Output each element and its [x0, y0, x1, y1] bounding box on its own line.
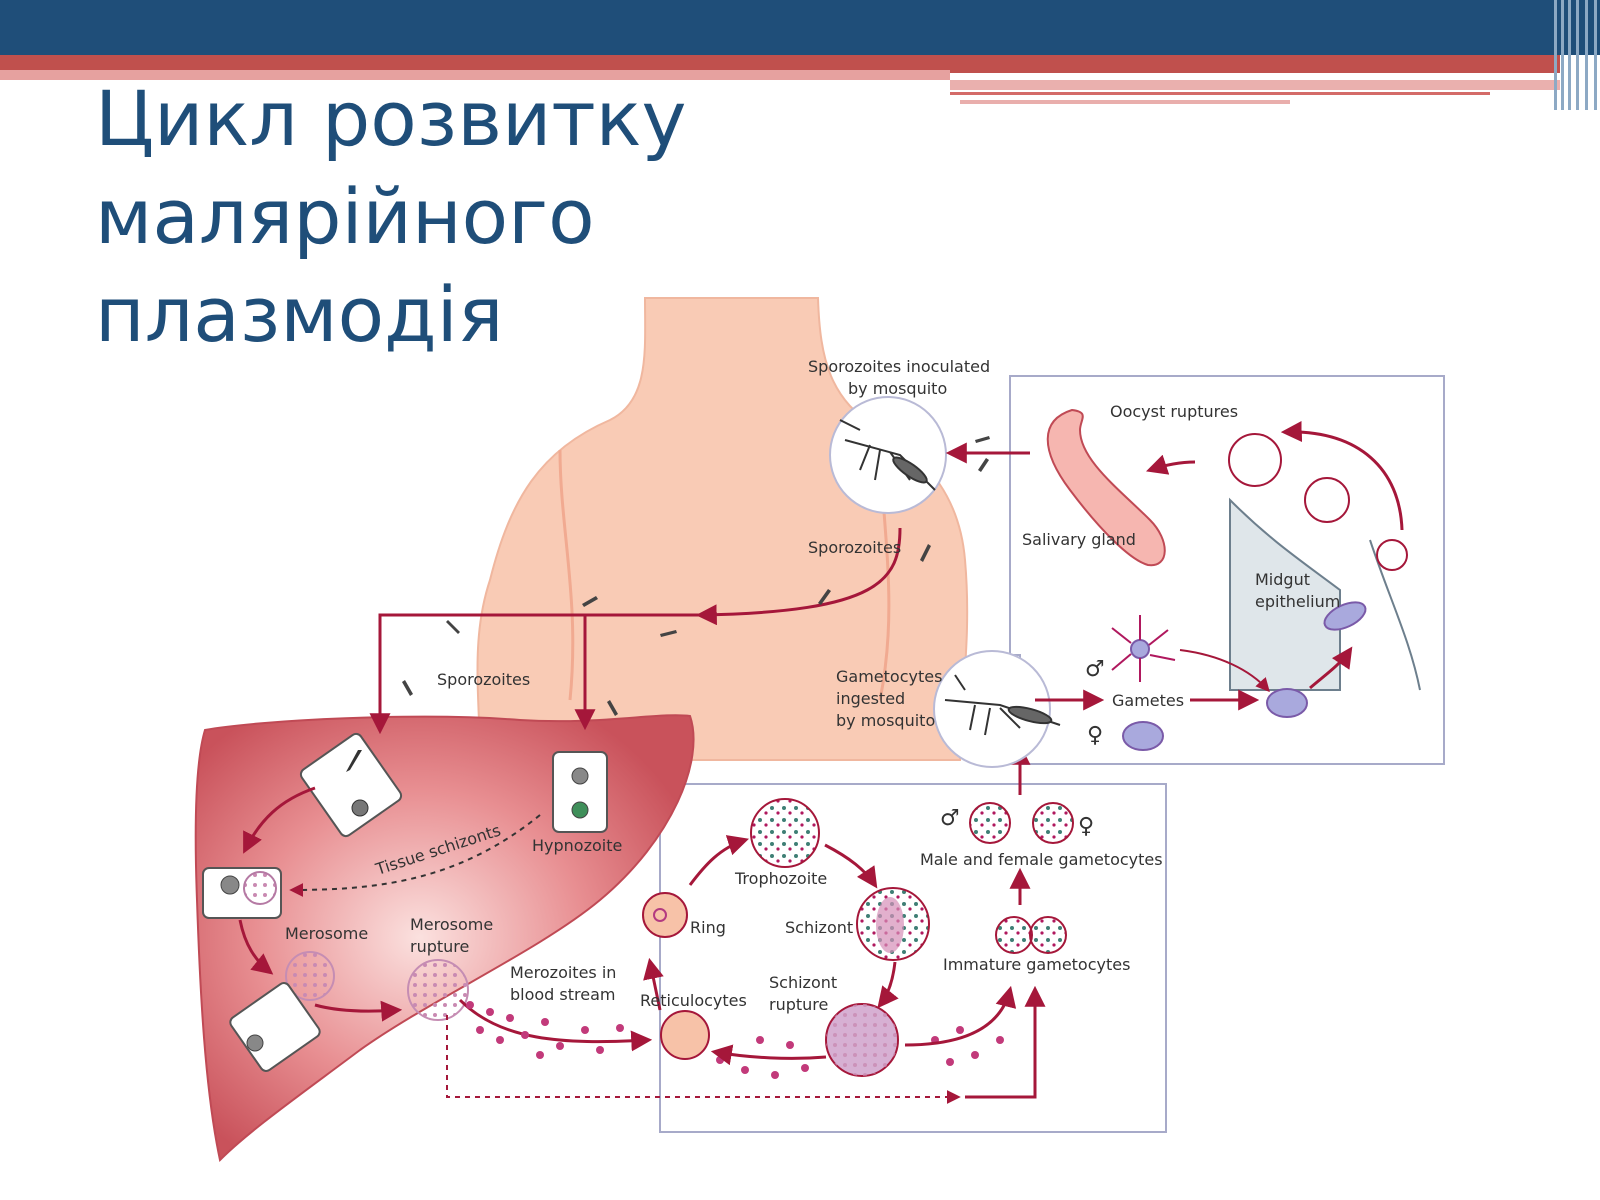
mosquito-bite-circle: [829, 396, 947, 514]
label-merozoites-1: Merozoites in: [510, 963, 616, 982]
label-gametes: Gametes: [1112, 691, 1184, 710]
label-gametocytes-ingested-3: by mosquito: [836, 711, 935, 730]
label-sporozoites-inoculated-1: Sporozoites inoculated: [808, 357, 990, 376]
label-midgut-2: epithelium: [1255, 592, 1340, 611]
label-immature-gametocytes: Immature gametocytes: [943, 955, 1130, 974]
trophozoite-cell: [750, 798, 820, 868]
label-oocyst-ruptures: Oocyst ruptures: [1110, 402, 1238, 421]
label-sporozoites-liver: Sporozoites: [437, 670, 530, 689]
header-thin-line: [950, 92, 1490, 95]
label-trophozoite: Trophozoite: [734, 869, 827, 888]
label-ring: Ring: [690, 918, 726, 937]
mosquito-icon: [839, 419, 936, 491]
header-corner-stripes: [1552, 0, 1600, 110]
label-merosome: Merosome: [285, 924, 368, 943]
label-sporozoites-body: Sporozoites: [808, 538, 901, 557]
mosquito-feeding-circle: [933, 650, 1051, 768]
label-merosome-rupture-2: rupture: [410, 937, 469, 956]
slide-title: Цикл розвитку малярійного плазмодія: [95, 70, 1195, 364]
label-midgut-1: Midgut: [1255, 570, 1310, 589]
label-gametocytes-ingested-2: ingested: [836, 689, 905, 708]
header-band-blue: [0, 0, 1600, 55]
female-symbol-gametocytes: ♀: [1078, 814, 1094, 839]
label-schizont: Schizont: [785, 918, 853, 937]
label-merozoites-2: blood stream: [510, 985, 616, 1004]
sporozoite-glyphs: [402, 436, 990, 716]
slide-title-line-1: Цикл розвитку малярійного: [95, 74, 687, 261]
label-salivary-gland: Salivary gland: [1022, 530, 1136, 549]
label-hypnozoite: Hypnozoite: [532, 836, 622, 855]
reticulocyte-cell: [660, 1010, 710, 1060]
label-sporozoites-inoculated-2: by mosquito: [848, 379, 947, 398]
label-merosome-rupture-1: Merosome: [410, 915, 493, 934]
slide-title-line-2: плазмодія: [95, 270, 504, 359]
label-schizont-rupture-2: rupture: [769, 995, 828, 1014]
mosquito-icon-2: [944, 674, 1061, 736]
male-symbol-gametes: ♂: [1085, 657, 1105, 682]
label-schizont-rupture-1: Schizont: [769, 973, 837, 992]
label-reticulocytes: Reticulocytes: [640, 991, 747, 1010]
female-symbol-gametes: ♀: [1087, 723, 1103, 748]
header-band-red: [0, 55, 1560, 73]
male-symbol-gametocytes: ♂: [940, 806, 960, 831]
header-thin-line-2: [960, 100, 1290, 104]
label-male-female-gametocytes: Male and female gametocytes: [920, 850, 1163, 869]
label-gametocytes-ingested-1: Gametocytes: [836, 667, 942, 686]
header-band-pink-right: [950, 80, 1560, 90]
salivary-gland: [1046, 408, 1166, 567]
header-band-pink: [0, 70, 950, 80]
